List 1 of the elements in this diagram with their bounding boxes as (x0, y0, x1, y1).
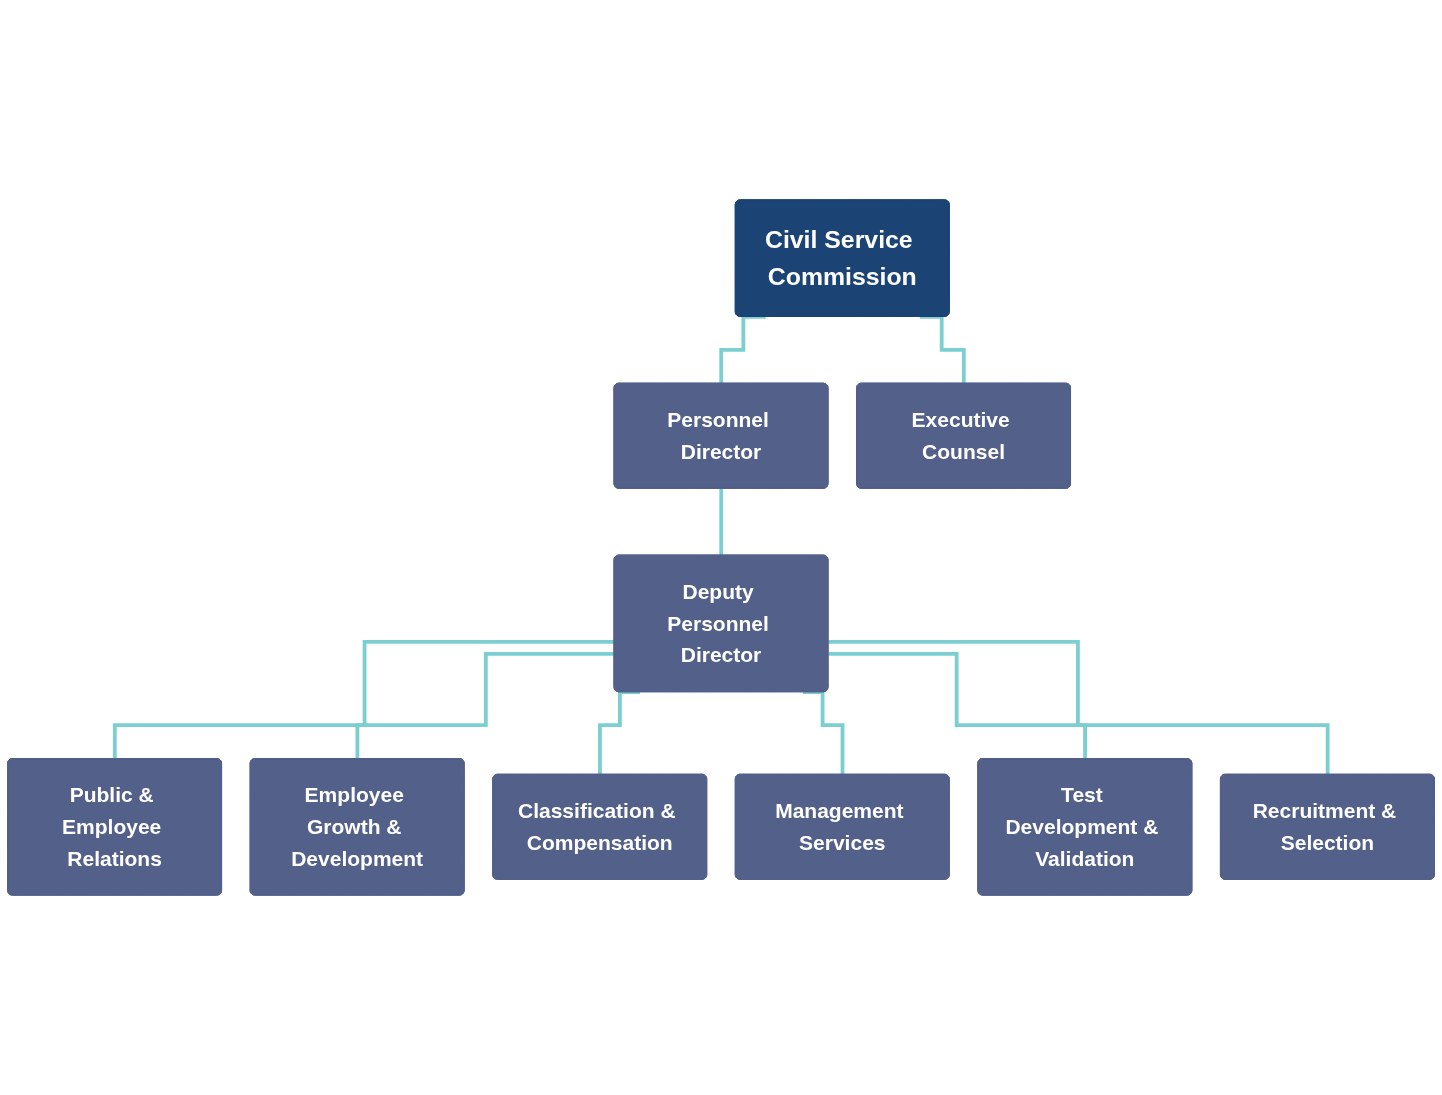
org-chart: Civil Service Commission Personnel Director Executive Counsel Deputy Personnel Director Public & Employee Relations Employee Growth & Development Classification & Compensation Management Services Test Development & Validation Recruitment & Selection (0, 0, 1442, 1095)
